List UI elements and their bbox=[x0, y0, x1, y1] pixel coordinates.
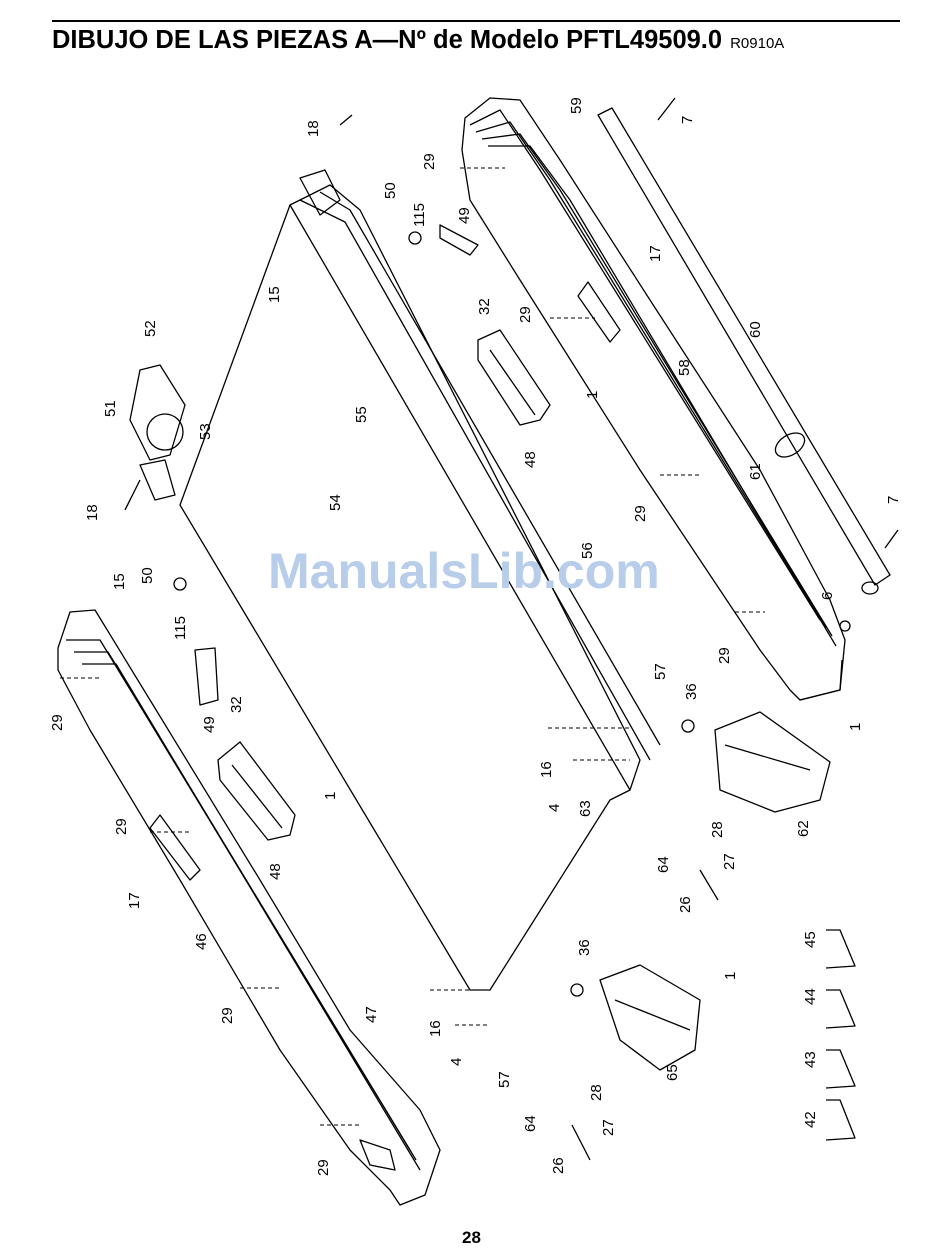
part-label: 54 bbox=[327, 494, 344, 511]
part-label: 29 bbox=[716, 647, 733, 664]
part-label: 60 bbox=[747, 321, 764, 338]
part-label: 1 bbox=[722, 972, 739, 980]
part-label: 1 bbox=[847, 723, 864, 731]
part-label: 32 bbox=[476, 298, 493, 315]
part-label: 15 bbox=[111, 573, 128, 590]
part-label: 45 bbox=[802, 931, 819, 948]
part-label: 17 bbox=[647, 245, 664, 262]
part-label: 16 bbox=[538, 761, 555, 778]
part-label: 64 bbox=[655, 856, 672, 873]
bolt-18-top bbox=[340, 115, 352, 125]
handle-right bbox=[478, 330, 550, 425]
part-label: 29 bbox=[632, 505, 649, 522]
part-label: 29 bbox=[49, 714, 66, 731]
part-label: 42 bbox=[802, 1111, 819, 1128]
leg-65 bbox=[600, 965, 700, 1070]
right-rail bbox=[462, 98, 845, 700]
part-label: 49 bbox=[201, 716, 218, 733]
part-label: 29 bbox=[315, 1159, 332, 1176]
part-label: 26 bbox=[550, 1157, 567, 1174]
part-label: 115 bbox=[172, 616, 189, 640]
part-label: 58 bbox=[676, 359, 693, 376]
part-label: 18 bbox=[305, 120, 322, 137]
nut-36-right bbox=[682, 720, 694, 732]
nut-6 bbox=[840, 621, 850, 631]
washer-115-right bbox=[409, 232, 421, 244]
part-label: 1 bbox=[584, 391, 601, 399]
part-label: 47 bbox=[363, 1006, 380, 1023]
part-label: 65 bbox=[664, 1064, 681, 1081]
part-label: 48 bbox=[267, 863, 284, 880]
part-labels: 18 29 50 115 49 32 15 59 7 17 29 60 58 1… bbox=[49, 97, 902, 1176]
part-label: 29 bbox=[219, 1007, 236, 1024]
part-label: 55 bbox=[353, 406, 370, 423]
bracket-right bbox=[440, 225, 478, 255]
part-label: 49 bbox=[456, 207, 473, 224]
part-label: 15 bbox=[266, 286, 283, 303]
part-label: 59 bbox=[568, 97, 585, 114]
part-label: 61 bbox=[747, 463, 764, 480]
part-label: 28 bbox=[709, 821, 726, 838]
part-label: 16 bbox=[427, 1020, 444, 1037]
part-label: 29 bbox=[421, 153, 438, 170]
part-label: 36 bbox=[683, 683, 700, 700]
part-label: 1 bbox=[322, 792, 339, 800]
handle-left bbox=[218, 742, 295, 840]
bracket-left bbox=[195, 648, 218, 705]
watermark: ManualsLib.com bbox=[268, 542, 660, 600]
bolt-7-right bbox=[885, 530, 898, 548]
part-label: 50 bbox=[382, 182, 399, 199]
leg-62 bbox=[715, 712, 830, 812]
part-label: 57 bbox=[652, 663, 669, 680]
part-label: 4 bbox=[546, 804, 563, 812]
part-label: 48 bbox=[522, 451, 539, 468]
part-label: 28 bbox=[588, 1084, 605, 1101]
part-label: 32 bbox=[228, 696, 245, 713]
part-label: 7 bbox=[885, 496, 902, 504]
part-label: 46 bbox=[193, 933, 210, 950]
part-label: 6 bbox=[819, 592, 836, 600]
part-label: 51 bbox=[102, 400, 119, 417]
part-label: 62 bbox=[795, 820, 812, 837]
part-label: 36 bbox=[576, 939, 593, 956]
page-number: 28 bbox=[462, 1228, 481, 1248]
assembly-lines bbox=[60, 168, 765, 1125]
part-label: 63 bbox=[577, 800, 594, 817]
part-label: 44 bbox=[802, 988, 819, 1005]
part-label: 115 bbox=[411, 203, 428, 227]
bolt-7-top bbox=[658, 98, 675, 120]
part-label: 57 bbox=[496, 1071, 513, 1088]
washer-115-left bbox=[174, 578, 186, 590]
left-rail bbox=[58, 610, 440, 1205]
part-label: 27 bbox=[600, 1119, 617, 1136]
part-label: 17 bbox=[126, 892, 143, 909]
pulley-parts bbox=[130, 170, 340, 500]
part-label: 64 bbox=[522, 1115, 539, 1132]
bolt-26-right bbox=[700, 870, 718, 900]
feet-set bbox=[826, 930, 855, 1140]
bolt-26-left bbox=[572, 1125, 590, 1160]
part-label: 18 bbox=[84, 504, 101, 521]
part-label: 27 bbox=[721, 853, 738, 870]
part-label: 29 bbox=[517, 306, 534, 323]
part-label: 7 bbox=[679, 116, 696, 124]
part-label: 53 bbox=[197, 423, 214, 440]
part-label: 52 bbox=[142, 320, 159, 337]
bolt-18-left bbox=[125, 480, 140, 510]
part-label: 4 bbox=[448, 1058, 465, 1066]
part-label: 29 bbox=[113, 818, 130, 835]
part-label: 43 bbox=[802, 1051, 819, 1068]
part-label: 26 bbox=[677, 896, 694, 913]
part-label: 50 bbox=[139, 567, 156, 584]
nut-36-left bbox=[571, 984, 583, 996]
